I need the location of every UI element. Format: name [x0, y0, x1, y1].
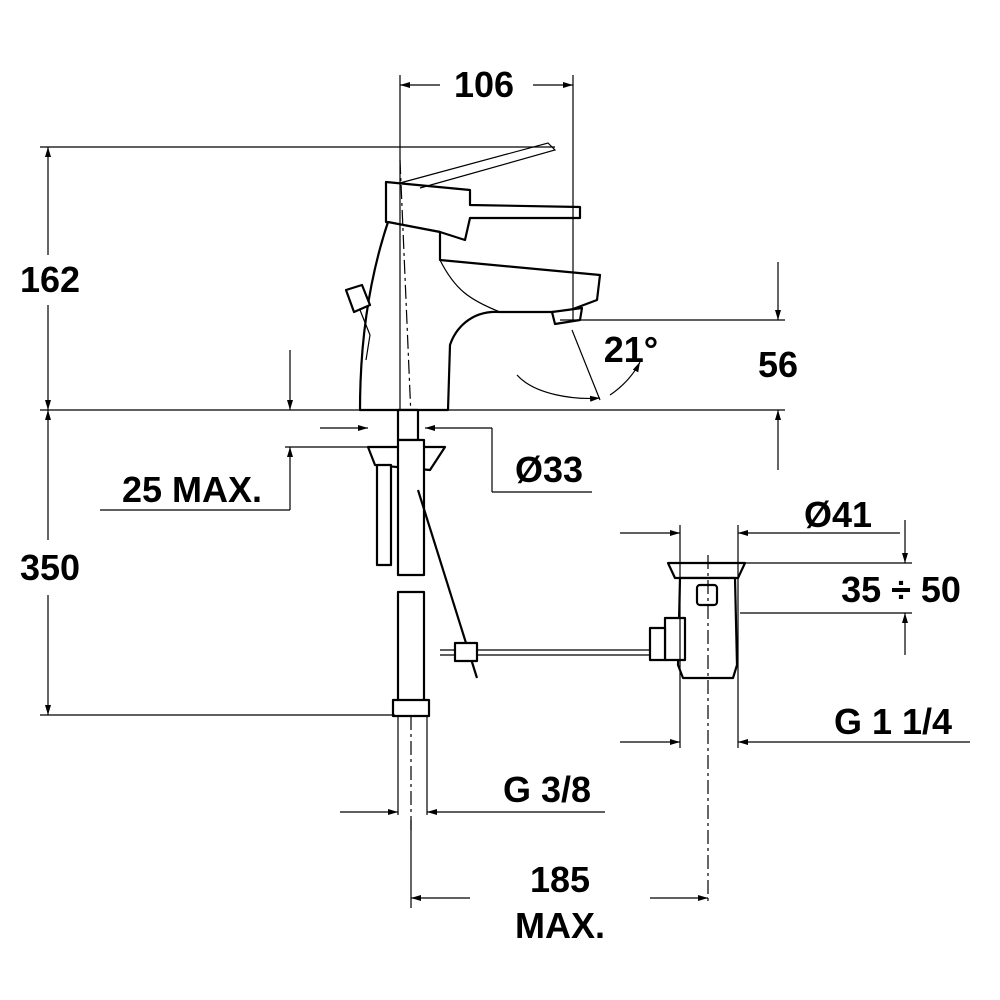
dim-total-height: 162	[20, 259, 80, 300]
under-deck-assembly	[366, 408, 660, 830]
dim-hose-length: 350	[20, 547, 80, 588]
faucet-body	[344, 142, 641, 441]
dim-deck-thickness: 25 MAX.	[122, 469, 262, 510]
waste-assembly	[648, 555, 747, 905]
dim-spout-height: 56	[758, 344, 798, 385]
threaded-rod	[375, 463, 393, 567]
dim-spout-reach: 106	[454, 64, 514, 105]
dim-waste-thread: G 1 1/4	[834, 701, 952, 742]
supply-hose-lower	[396, 590, 426, 704]
dim-waste-diameter: Ø41	[804, 494, 872, 535]
aerator	[550, 306, 584, 326]
lever-raised-outline	[399, 142, 557, 189]
dim-waste-range: 35 ÷ 50	[841, 569, 961, 610]
supply-hose-upper	[396, 438, 426, 577]
hose-nut	[391, 698, 431, 718]
faucet-spout	[358, 220, 602, 412]
dim-rod-distance-note: MAX.	[515, 905, 605, 946]
dimensions	[40, 75, 970, 908]
dim-rod-distance: 185	[530, 859, 590, 900]
dim-supply-thread: G 3/8	[503, 769, 591, 810]
dim-hole-diameter: Ø33	[515, 449, 583, 490]
dim-handle-angle: 21°	[604, 329, 658, 370]
pop-up-knob	[344, 283, 372, 314]
